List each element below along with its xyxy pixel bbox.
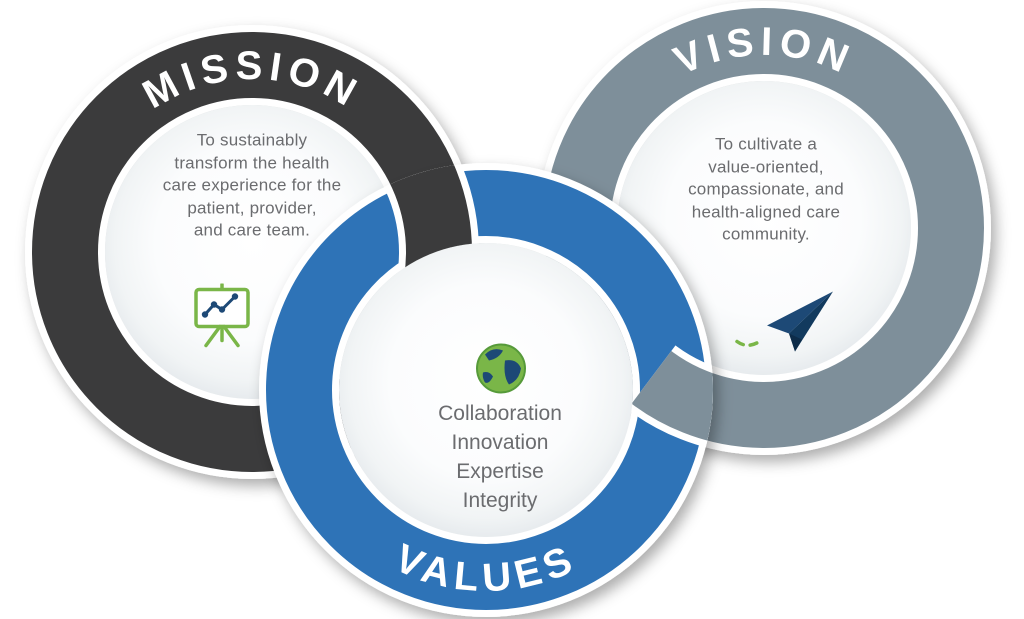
globe-icon — [475, 343, 527, 400]
plane-fold — [789, 333, 802, 352]
plane-wing — [789, 291, 833, 352]
value-item: Collaboration — [438, 402, 562, 426]
value-item: Expertise — [456, 460, 544, 483]
presentation-chart-icon — [191, 282, 253, 353]
chart-line — [203, 295, 237, 316]
paper-plane-icon — [733, 290, 837, 359]
mission-description: To sustainably transform the health care… — [162, 130, 342, 240]
value-item: Integrity — [462, 488, 538, 512]
value-item: Innovation — [451, 431, 549, 455]
plane-body — [767, 291, 833, 334]
values-list: Collaboration Innovation Expertise Integ… — [390, 400, 610, 516]
vision-description: To cultivate a value-oriented, compassio… — [688, 134, 844, 244]
values-inner-disc — [339, 243, 633, 537]
plane-trail-dashes — [735, 338, 763, 347]
